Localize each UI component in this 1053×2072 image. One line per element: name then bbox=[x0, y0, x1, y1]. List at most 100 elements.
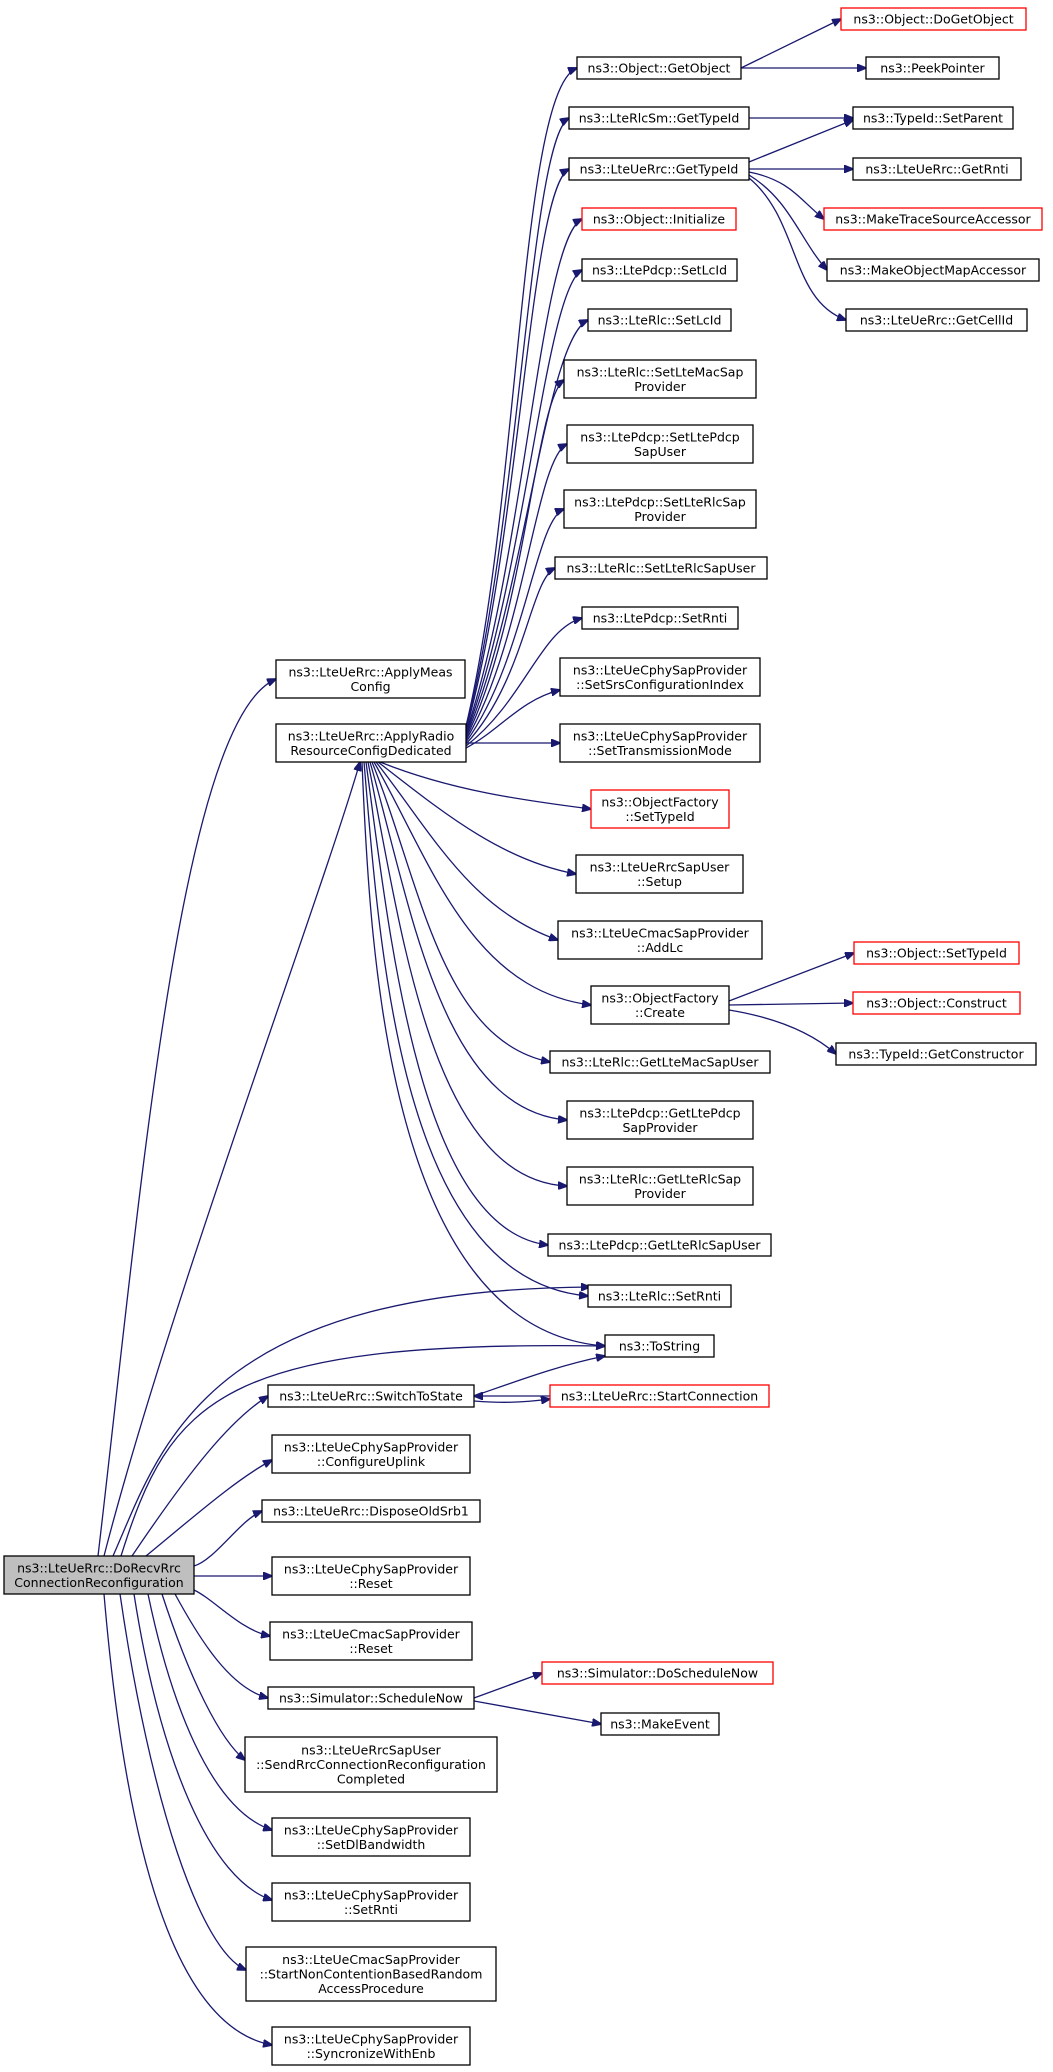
node-box[interactable] bbox=[604, 1334, 715, 1358]
node-box[interactable] bbox=[581, 606, 739, 630]
lteuecphysapprovider-syncronizewithenb-node[interactable]: ns3::LteUeCphySapProvider::SyncronizeWit… bbox=[271, 2026, 471, 2066]
node-box[interactable] bbox=[271, 2026, 471, 2066]
lteuecphysapprovider-setdlbandwidth-node[interactable]: ns3::LteUeCphySapProvider::SetDlBandwidt… bbox=[271, 1817, 471, 1857]
lteuerrcsapuser-setup-node[interactable]: ns3::LteUeRrcSapUser::Setup bbox=[575, 854, 744, 894]
node-box[interactable] bbox=[271, 1817, 471, 1857]
node-box[interactable] bbox=[852, 157, 1022, 181]
lteuecmacsapprovider-reset-node[interactable]: ns3::LteUeCmacSapProvider::Reset bbox=[269, 1621, 473, 1661]
node-box[interactable] bbox=[568, 157, 750, 181]
node-box[interactable] bbox=[269, 1621, 473, 1661]
typeid-getconstructor-node[interactable]: ns3::TypeId::GetConstructor bbox=[835, 1042, 1037, 1066]
node-box[interactable] bbox=[600, 1712, 720, 1736]
node-box[interactable] bbox=[275, 723, 467, 763]
node-box[interactable] bbox=[559, 723, 761, 763]
peekpointer-node[interactable]: ns3::PeekPointer bbox=[865, 56, 1000, 80]
node-box[interactable] bbox=[563, 489, 757, 529]
lterlc-getltemacsapuser-node[interactable]: ns3::LteRlc::GetLteMacSapUser bbox=[549, 1050, 771, 1074]
lterlc-setrnti-node[interactable]: ns3::LteRlc::SetRnti bbox=[587, 1284, 732, 1308]
lteuerrcsapuser-sendrrcconnectionreconfigurationcompleted-node[interactable]: ns3::LteUeRrcSapUser::SendRrcConnectionR… bbox=[244, 1736, 498, 1793]
object-construct-node[interactable]: ns3::Object::Construct bbox=[852, 991, 1021, 1015]
objectfactory-create-node[interactable]: ns3::ObjectFactory::Create bbox=[590, 985, 730, 1025]
node-box[interactable] bbox=[275, 659, 466, 699]
node-box[interactable] bbox=[541, 1661, 774, 1685]
node-box[interactable] bbox=[853, 941, 1020, 965]
ltepdcp-setlcid-node[interactable]: ns3::LtePdcp::SetLcId bbox=[581, 258, 738, 282]
node-box[interactable] bbox=[549, 1384, 770, 1408]
lteuerrc-applyradioresourceconfigdedicated-node[interactable]: ns3::LteUeRrc::ApplyRadioResourceConfigD… bbox=[275, 723, 467, 763]
object-initialize-node[interactable]: ns3::Object::Initialize bbox=[581, 207, 737, 231]
node-box[interactable] bbox=[835, 1042, 1037, 1066]
node-box[interactable] bbox=[852, 991, 1021, 1015]
node-box[interactable] bbox=[575, 854, 744, 894]
node-box[interactable] bbox=[267, 1384, 475, 1408]
node-box[interactable] bbox=[549, 1050, 771, 1074]
node-box[interactable] bbox=[563, 359, 757, 399]
node-box[interactable] bbox=[557, 920, 763, 960]
object-dogetobject-node[interactable]: ns3::Object::DoGetObject bbox=[840, 7, 1027, 31]
node-box[interactable] bbox=[261, 1499, 481, 1523]
ltepdcp-setrnti-node[interactable]: ns3::LtePdcp::SetRnti bbox=[581, 606, 739, 630]
node-box[interactable] bbox=[554, 556, 768, 580]
lterlc-setlcid-node[interactable]: ns3::LteRlc::SetLcId bbox=[587, 308, 732, 332]
node-box[interactable] bbox=[568, 106, 750, 130]
lterlcsm-gettypeid-node[interactable]: ns3::LteRlcSm::GetTypeId bbox=[568, 106, 750, 130]
makeevent-node[interactable]: ns3::MakeEvent bbox=[600, 1712, 720, 1736]
simulator-schedulenow-node[interactable]: ns3::Simulator::ScheduleNow bbox=[267, 1686, 475, 1710]
node-box[interactable] bbox=[547, 1233, 772, 1257]
lteuecphysapprovider-settransmissionmode-node[interactable]: ns3::LteUeCphySapProvider::SetTransmissi… bbox=[559, 723, 761, 763]
node-box[interactable] bbox=[865, 56, 1000, 80]
node-box[interactable] bbox=[244, 1736, 498, 1793]
node-box[interactable] bbox=[559, 657, 761, 697]
node-box[interactable] bbox=[566, 1100, 754, 1140]
lteuecphysapprovider-setrnti-node[interactable]: ns3::LteUeCphySapProvider::SetRnti bbox=[271, 1882, 471, 1922]
lteuerrc-getrnti-node[interactable]: ns3::LteUeRrc::GetRnti bbox=[852, 157, 1022, 181]
node-box[interactable] bbox=[590, 985, 730, 1025]
lterlc-setlterlcsapuser-node[interactable]: ns3::LteRlc::SetLteRlcSapUser bbox=[554, 556, 768, 580]
lteuecphysapprovider-setsrsconfigurationindex-node[interactable]: ns3::LteUeCphySapProvider::SetSrsConfigu… bbox=[559, 657, 761, 697]
lteuerrc-gettypeid-node[interactable]: ns3::LteUeRrc::GetTypeId bbox=[568, 157, 750, 181]
node-box[interactable] bbox=[581, 207, 737, 231]
object-settypeid-node[interactable]: ns3::Object::SetTypeId bbox=[853, 941, 1020, 965]
lteuerrc-getcellid-node[interactable]: ns3::LteUeRrc::GetCellId bbox=[845, 308, 1028, 332]
node-box[interactable] bbox=[852, 106, 1014, 130]
maketracesourceaccessor-node[interactable]: ns3::MakeTraceSourceAccessor bbox=[823, 207, 1043, 231]
lteuerrc-switchtostate-node[interactable]: ns3::LteUeRrc::SwitchToState bbox=[267, 1384, 475, 1408]
node-box[interactable] bbox=[271, 1556, 471, 1596]
typeid-setparent-node[interactable]: ns3::TypeId::SetParent bbox=[852, 106, 1014, 130]
tostring-node[interactable]: ns3::ToString bbox=[604, 1334, 715, 1358]
node-box[interactable] bbox=[581, 258, 738, 282]
simulator-doschedulenow-node[interactable]: ns3::Simulator::DoScheduleNow bbox=[541, 1661, 774, 1685]
node-box[interactable] bbox=[840, 7, 1027, 31]
node-box[interactable] bbox=[826, 258, 1040, 282]
node-box[interactable] bbox=[566, 424, 754, 464]
node-box[interactable] bbox=[566, 1166, 754, 1206]
lteuerrc-startconnection-node[interactable]: ns3::LteUeRrc::StartConnection bbox=[549, 1384, 770, 1408]
ltepdcp-getlterlcsapuser-node[interactable]: ns3::LtePdcp::GetLteRlcSapUser bbox=[547, 1233, 772, 1257]
lteuecmacsapprovider-startnoncontentionbasedrandomaccessprocedure-node[interactable]: ns3::LteUeCmacSapProvider::StartNonConte… bbox=[245, 1946, 497, 2002]
makeobjectmapaccessor-node[interactable]: ns3::MakeObjectMapAccessor bbox=[826, 258, 1040, 282]
objectfactory-settypeid-node[interactable]: ns3::ObjectFactory::SetTypeId bbox=[590, 789, 730, 829]
node-box[interactable] bbox=[823, 207, 1043, 231]
node-box[interactable] bbox=[271, 1882, 471, 1922]
node-box[interactable] bbox=[271, 1434, 471, 1474]
lteuecmacsapprovider-addlc-node[interactable]: ns3::LteUeCmacSapProvider::AddLc bbox=[557, 920, 763, 960]
lteuerrc-disposeoldsrb1-node[interactable]: ns3::LteUeRrc::DisposeOldSrb1 bbox=[261, 1499, 481, 1523]
node-box[interactable] bbox=[590, 789, 730, 829]
object-getobject-node[interactable]: ns3::Object::GetObject bbox=[576, 56, 742, 80]
node-box[interactable] bbox=[245, 1946, 497, 2002]
node-box[interactable] bbox=[576, 56, 742, 80]
node-box[interactable] bbox=[845, 308, 1028, 332]
lteuecphysapprovider-reset-node[interactable]: ns3::LteUeCphySapProvider::Reset bbox=[271, 1556, 471, 1596]
node-box[interactable] bbox=[3, 1555, 195, 1595]
lteuecphysapprovider-configureuplink-node[interactable]: ns3::LteUeCphySapProvider::ConfigureUpli… bbox=[271, 1434, 471, 1474]
lteuerrc-dorecvrrcconnectionreconfiguration-node[interactable]: ns3::LteUeRrc::DoRecvRrcConnectionReconf… bbox=[3, 1555, 195, 1595]
node-box[interactable] bbox=[267, 1686, 475, 1710]
node-box[interactable] bbox=[587, 308, 732, 332]
node-box[interactable] bbox=[587, 1284, 732, 1308]
